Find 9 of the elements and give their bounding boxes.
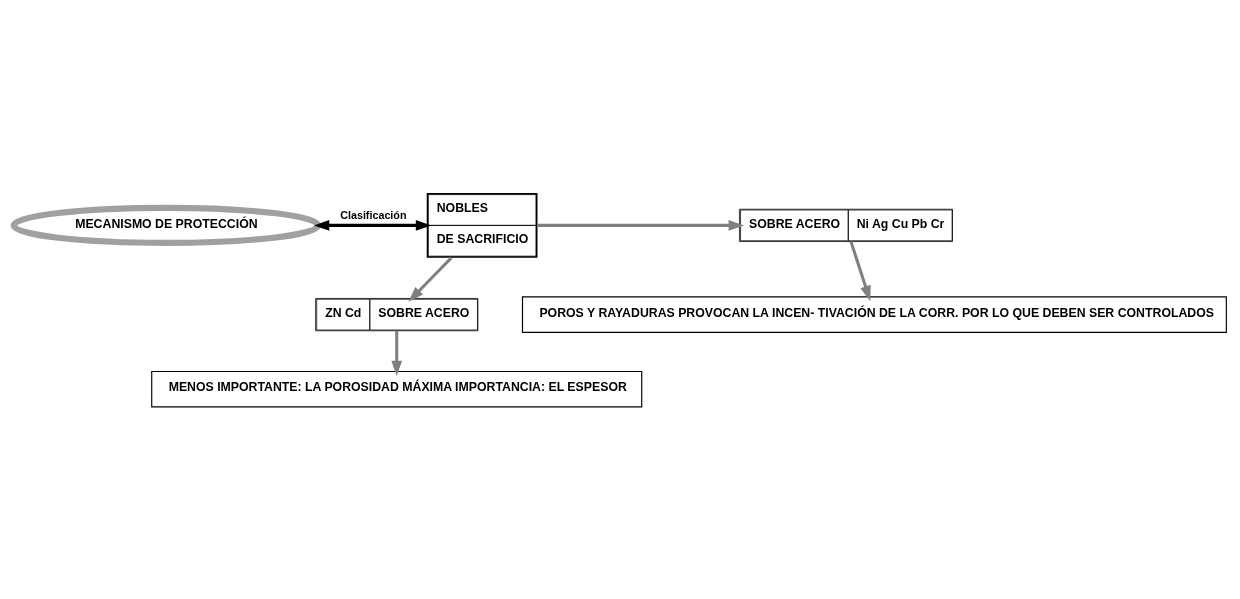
arrow: [849, 240, 871, 301]
node-ellipse: MECANISMO DE PROTECCIÓN: [10, 204, 322, 246]
arrow: [408, 256, 453, 302]
arrow: [313, 219, 432, 231]
arrow: [537, 219, 744, 231]
node-box: POROS Y RAYADURAS PROVOCAN LA INCEN- TIVACIÓN DE LA CORR. POR LO QUE DEBEN SER CONTROLADOS: [521, 295, 1227, 333]
node-box: MENOS IMPORTANTE: LA POROSIDAD MÁXIMA IMPORTANCIA: EL ESPESOR: [151, 370, 643, 407]
arrow: [391, 330, 403, 376]
edge-label: Clasificación: [340, 208, 407, 221]
